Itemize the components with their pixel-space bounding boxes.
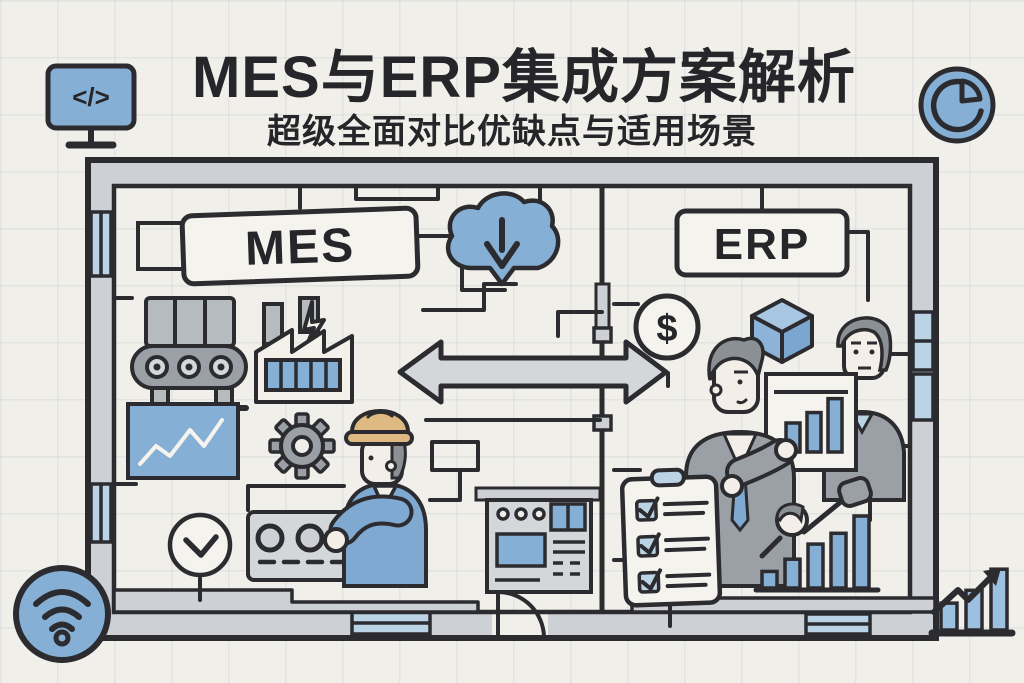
- bar: [783, 557, 802, 590]
- window-right-2: [911, 372, 935, 422]
- bar: [805, 410, 823, 454]
- checklist-row: [637, 568, 712, 594]
- gear-icon: [268, 412, 336, 480]
- hard-hat-dome: [349, 409, 411, 434]
- presenter-hand-2: [720, 474, 744, 498]
- checklist-row: [634, 496, 709, 522]
- center-zone: [397, 191, 669, 405]
- mes-label-box: MES: [179, 205, 421, 287]
- equipment-panel-icon: [485, 498, 593, 594]
- presenter-hair: [707, 336, 765, 382]
- ledge-left: [112, 588, 480, 614]
- small-square: [136, 221, 186, 271]
- dollar-glyph: $: [656, 308, 677, 350]
- erp-room: ERP $: [619, 208, 906, 608]
- cube-3d-icon: [750, 298, 814, 364]
- mes-label: MES: [244, 219, 356, 276]
- wifi-icon: [13, 565, 111, 663]
- erp-label-box: ERP: [674, 208, 850, 278]
- bar: [760, 569, 779, 590]
- outer-wall-outline: [85, 157, 939, 641]
- worker-hard-hat: [323, 409, 428, 588]
- worker-hand: [323, 527, 349, 553]
- bidirectional-arrow-icon: [397, 339, 669, 405]
- wall-band-top: [88, 160, 936, 186]
- page-title: MES与ERP集成方案解析: [192, 45, 856, 110]
- clipboard-clip: [649, 467, 686, 488]
- dollar-circle-icon: $: [633, 293, 701, 361]
- bar: [829, 531, 848, 590]
- pie-chart-icon: [918, 66, 996, 144]
- code-glyph: </>: [72, 82, 110, 112]
- businessman-hair: [836, 316, 893, 372]
- line-chart-panel-icon: [126, 402, 240, 480]
- head-and-arrow-icon: [759, 476, 873, 559]
- mes-room: MES: [126, 205, 593, 594]
- rising-bar-chart: [753, 476, 881, 593]
- presenter-hand: [774, 438, 798, 462]
- erp-label: ERP: [714, 220, 810, 269]
- wall-windows: [89, 210, 935, 636]
- bar: [852, 514, 871, 590]
- checklist-clipboard: [619, 467, 723, 608]
- worker-arm: [332, 498, 410, 542]
- page-subtitle: 超级全面对比优缺点与适用场景: [267, 112, 757, 151]
- cloud-download-icon: [445, 191, 561, 287]
- floor-plan: [85, 157, 939, 641]
- checklist-row: [636, 532, 710, 558]
- divider-wall: [592, 186, 613, 612]
- presenter-shirt: [721, 432, 759, 474]
- conveyor-belt-icon: [130, 296, 249, 411]
- growth-chart-icon: [928, 567, 1016, 637]
- bar: [806, 542, 825, 590]
- bar: [826, 396, 844, 454]
- inner-wall-outline: [111, 183, 913, 615]
- code-monitor-icon: </>: [45, 63, 137, 149]
- factory-icon: [254, 296, 354, 404]
- check-circle-icon: [167, 512, 233, 578]
